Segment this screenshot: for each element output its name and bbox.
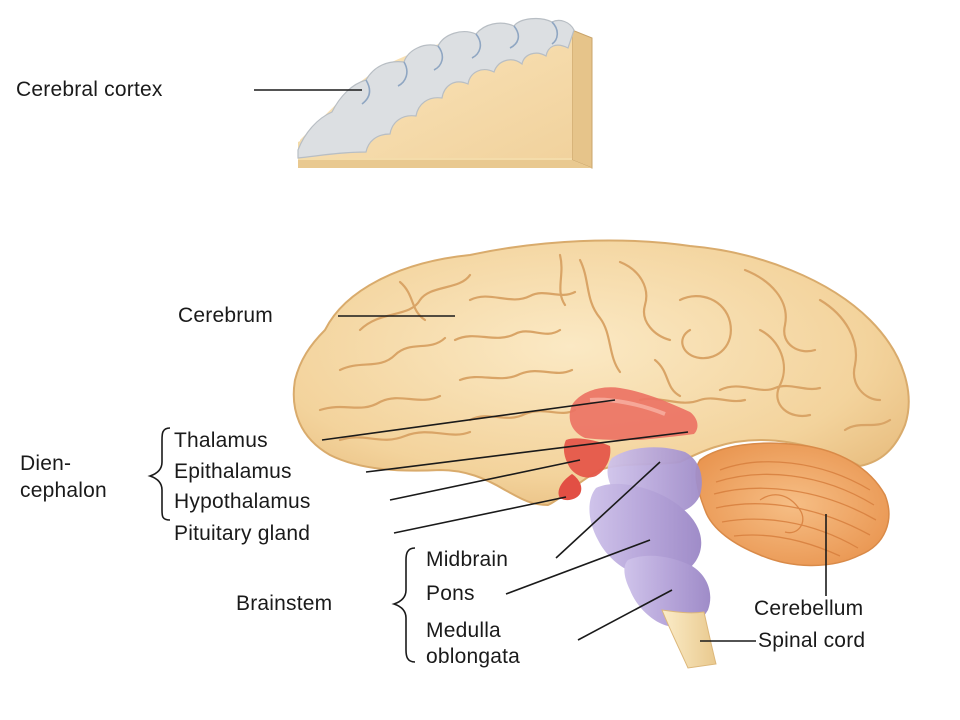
- cortex-gray-matter: [297, 17, 575, 159]
- label-brainstem: Brainstem: [236, 592, 333, 615]
- label-pons: Pons: [426, 582, 475, 605]
- label-spinal-cord: Spinal cord: [758, 629, 866, 652]
- pons-shape: [589, 483, 702, 579]
- medulla-shape: [624, 555, 711, 628]
- label-cerebrum: Cerebrum: [178, 304, 273, 327]
- cerebrum-shape: [292, 239, 910, 507]
- label-diencephalon-line1: Dien-: [20, 452, 72, 475]
- cortex-block-side: [571, 29, 593, 169]
- leader-thalamus: [321, 399, 616, 441]
- thalamus-highlight: [589, 397, 666, 416]
- leader-hypothalamus: [389, 459, 581, 501]
- label-pituitary-gland: Pituitary gland: [174, 522, 311, 545]
- cortex-block-bottom: [298, 160, 592, 168]
- leader-midbrain: [555, 461, 661, 559]
- leader-lines: [147, 89, 827, 663]
- diencephalon-bracket: [147, 427, 171, 521]
- label-midbrain: Midbrain: [426, 548, 509, 571]
- label-medulla-line2: oblongata: [426, 645, 521, 668]
- cerebral-cortex-section: [297, 17, 593, 169]
- label-thalamus: Thalamus: [174, 429, 268, 452]
- hypothalamus-shape: [563, 438, 611, 478]
- label-diencephalon-line2: cephalon: [20, 479, 107, 502]
- cerebellum-shape: [695, 442, 890, 567]
- brainstem-bracket: [391, 547, 416, 663]
- cortex-sulcus-lines: [361, 21, 559, 105]
- label-hypothalamus: Hypothalamus: [174, 490, 311, 513]
- leader-epithalamus: [365, 431, 689, 473]
- brain-illustration: [292, 239, 910, 669]
- label-epithalamus: Epithalamus: [174, 460, 292, 483]
- spinal-cord-shape: [661, 609, 717, 669]
- leader-medulla: [577, 589, 673, 641]
- label-cerebellum: Cerebellum: [754, 597, 864, 620]
- leader-pons: [505, 539, 651, 595]
- label-cerebral-cortex: Cerebral cortex: [16, 78, 163, 101]
- leader-pituitary: [393, 496, 567, 534]
- label-medulla-line1: Medulla: [426, 619, 501, 642]
- pituitary-shape: [558, 474, 582, 501]
